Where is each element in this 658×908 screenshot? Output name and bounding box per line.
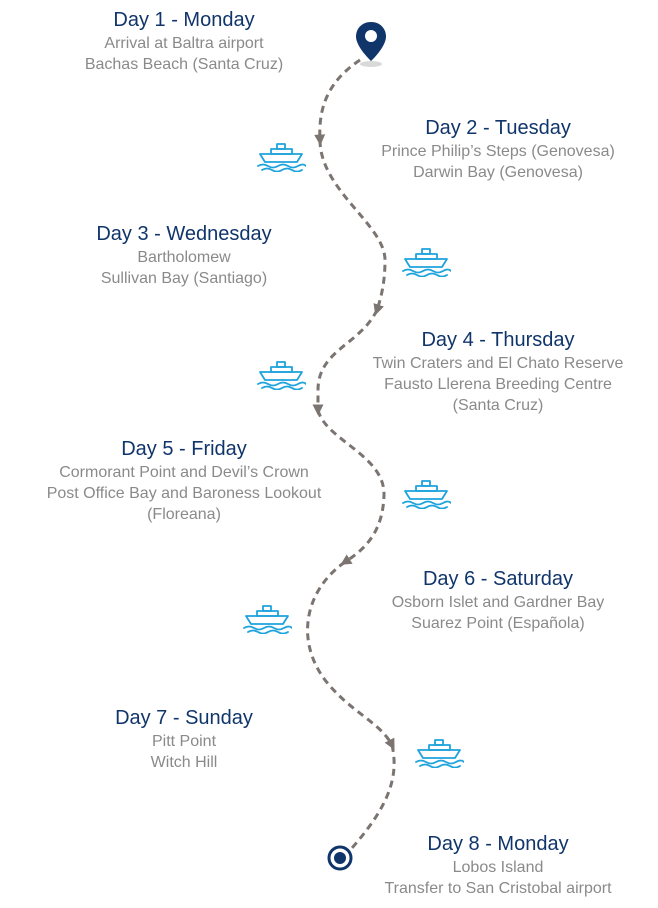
boat-icon <box>415 739 464 768</box>
day-1-block: Day 1 - Monday Arrival at Baltra airport… <box>34 7 334 75</box>
route-segment-day4-day5 <box>316 409 386 565</box>
boat-icon <box>243 605 292 634</box>
activity-line: Arrival at Baltra airport <box>104 35 264 52</box>
boat-icon <box>402 248 451 277</box>
day-8-block: Day 8 - Monday Lobos Island Transfer to … <box>338 831 658 899</box>
day-6-block: Day 6 - Saturday Osborn Islet and Gardne… <box>338 566 658 634</box>
activity-line: Prince Philip’s Steps (Genovesa) <box>381 143 615 160</box>
activity-line: Twin Craters and El Chato Reserve <box>372 355 624 372</box>
target-marker-icon <box>327 845 353 871</box>
day-title: Day 5 - Friday <box>121 438 247 460</box>
activity-line: Sullivan Bay (Santiago) <box>100 270 268 287</box>
activity-line: (Floreana) <box>147 506 221 523</box>
day-4-block: Day 4 - Thursday Twin Craters and El Cha… <box>338 327 658 416</box>
activity-line: Bartholomew <box>137 249 231 266</box>
activity-line: Pitt Point <box>151 733 217 750</box>
day-title: Day 4 - Thursday <box>421 329 575 351</box>
day-7-block: Day 7 - Sunday Pitt Point Witch Hill <box>34 705 334 773</box>
day-title: Day 8 - Monday <box>427 833 569 855</box>
route-segment-day5-day6 <box>306 560 395 750</box>
activity-line: Darwin Bay (Genovesa) <box>413 164 583 181</box>
activity-line: Bachas Beach (Santa Cruz) <box>84 56 284 73</box>
day-3-block: Day 3 - Wednesday Bartholomew Sullivan B… <box>34 221 334 289</box>
route-segment-day1-day2 <box>314 58 361 146</box>
activity-line: Suarez Point (Española) <box>411 615 585 632</box>
day-title: Day 6 - Saturday <box>422 568 574 590</box>
activity-line: Fausto Llerena Breeding Centre <box>384 376 612 393</box>
day-title: Day 3 - Wednesday <box>96 223 272 245</box>
boat-icon <box>402 480 451 509</box>
activity-line: Post Office Bay and Baroness Lookout <box>46 485 322 502</box>
activity-line: Cormorant Point and Devil’s Crown <box>59 464 309 481</box>
route-segment-day2-day3 <box>318 139 387 316</box>
day-title: Day 2 - Tuesday <box>425 117 571 139</box>
day-title: Day 7 - Sunday <box>115 707 253 729</box>
route-segment-day7-day8 <box>350 744 396 849</box>
activity-line: (Santa Cruz) <box>452 397 544 414</box>
route-segment-day3-day4 <box>312 309 379 416</box>
boat-icon <box>257 361 306 390</box>
day-title: Day 1 - Monday <box>113 9 255 31</box>
day-5-block: Day 5 - Friday Cormorant Point and Devil… <box>4 436 364 525</box>
day-2-block: Day 2 - Tuesday Prince Philip’s Steps (G… <box>338 115 658 183</box>
activity-line: Witch Hill <box>150 754 218 771</box>
activity-line: Osborn Islet and Gardner Bay <box>391 594 605 611</box>
activity-line: Transfer to San Cristobal airport <box>384 880 612 897</box>
boat-icon <box>257 143 306 172</box>
location-pin-icon <box>356 22 386 67</box>
activity-line: Lobos Island <box>452 859 544 876</box>
